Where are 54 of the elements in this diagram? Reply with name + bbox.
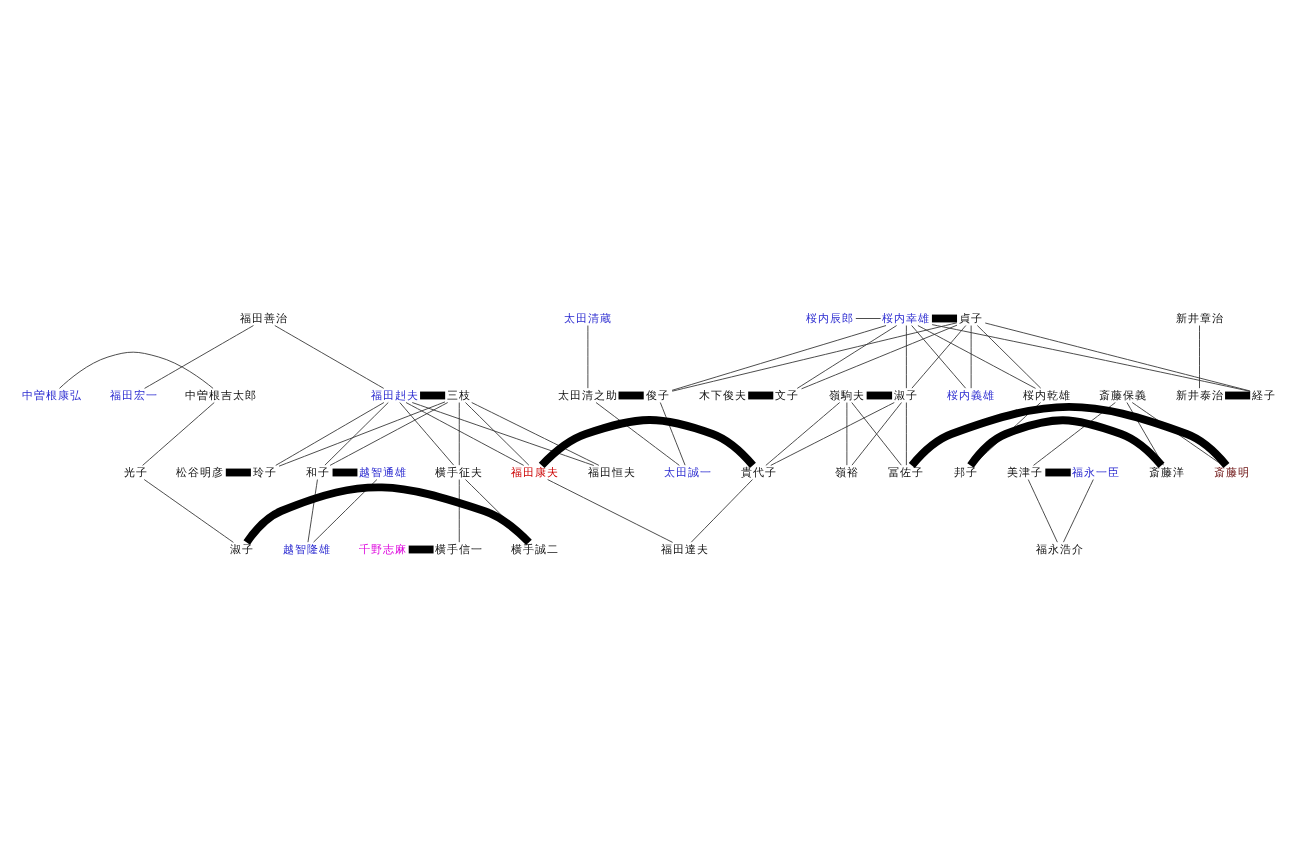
connector [225,467,251,476]
connector [329,401,449,465]
connector [142,401,215,465]
connector [770,401,895,465]
connector [905,401,907,465]
connector [313,478,378,542]
connector [1199,324,1200,388]
connector [976,324,1042,388]
connector [399,401,455,465]
connector [748,390,774,399]
connector [547,478,674,542]
connector [458,478,460,542]
connector [984,321,1251,391]
connector [659,401,686,465]
connector [538,415,756,468]
connector [1045,467,1071,476]
connector [405,401,525,465]
connector [855,317,882,318]
connector [274,324,385,388]
connector [967,415,1165,467]
connector [765,401,841,465]
connector [690,478,753,542]
connector [801,323,958,389]
connector [671,321,958,391]
connector [1225,390,1251,399]
connector [144,324,254,388]
connector [866,390,893,399]
connector [275,401,385,465]
connector [1027,478,1058,542]
connector [458,401,460,465]
connector [465,401,530,465]
connector [671,324,887,390]
connector [307,478,318,542]
connector [931,313,958,322]
connector [324,401,389,465]
connector [846,401,848,465]
connector [143,478,234,542]
connector [851,401,902,465]
connector [796,324,898,388]
connector [59,350,214,388]
connector [408,544,434,553]
connector [411,401,595,465]
connector [618,390,644,399]
connector [332,467,358,476]
connector [471,401,600,465]
connector [970,324,972,388]
connector [278,400,446,466]
connector [931,323,1251,391]
connector [595,401,680,465]
connector [420,390,446,399]
connector [905,324,907,388]
connector [917,324,1036,388]
connector [243,482,532,545]
connector [1063,478,1094,542]
